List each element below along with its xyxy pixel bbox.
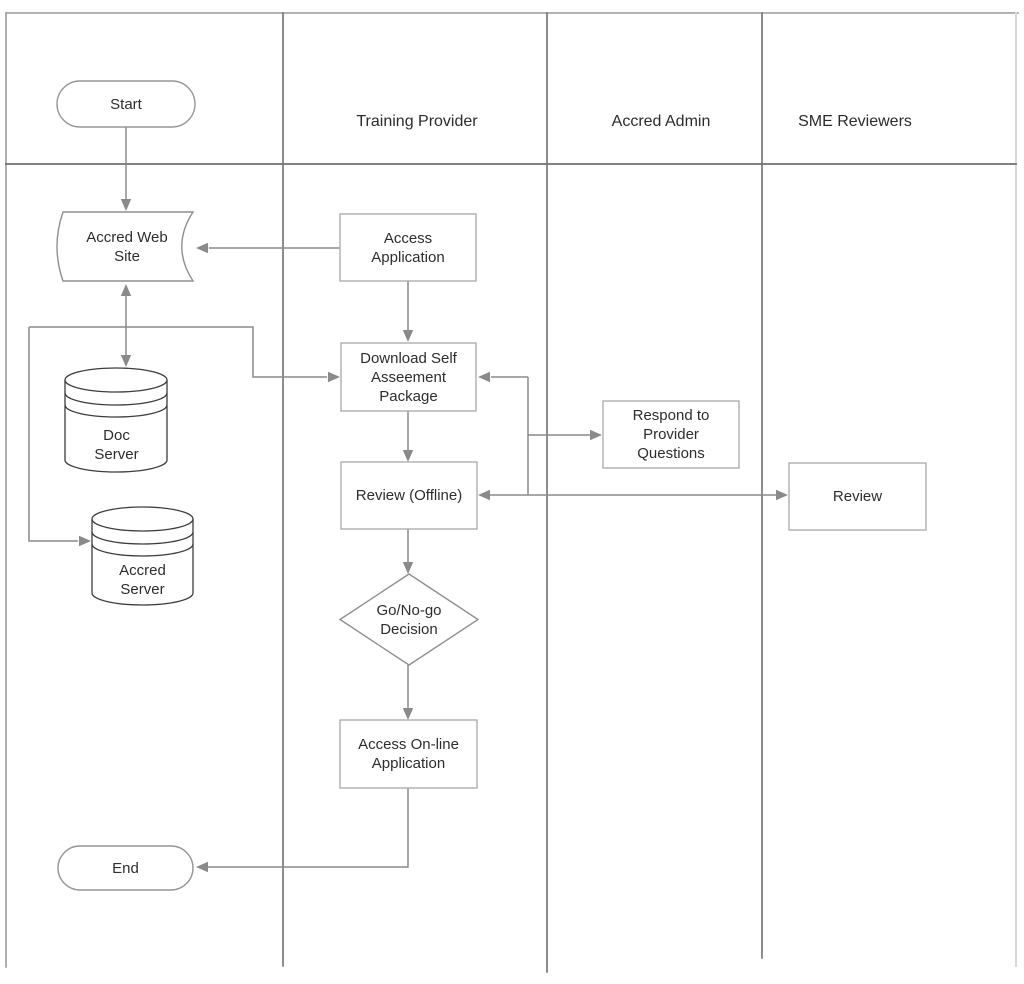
start-terminator-shape: [56, 80, 196, 128]
arrowhead-right-icon: [328, 371, 340, 383]
doc-server-cylinder: [64, 367, 168, 473]
download-package-box: [340, 342, 477, 412]
cylinder-body: [91, 519, 194, 606]
connector-accessonline-to-end: [196, 788, 409, 873]
arrowhead-right-icon: [776, 489, 788, 501]
cylinder-top: [91, 506, 194, 532]
swimlane-frame: [5, 12, 1019, 973]
cylinder-disk-line: [91, 543, 194, 557]
connector-download-to-reviewoffline: [402, 411, 414, 462]
connector-start-to-website: [120, 127, 132, 211]
arrowhead-down-icon: [402, 562, 414, 574]
review-offline-box: [340, 461, 478, 530]
arrowhead-left-icon: [196, 861, 208, 873]
arrowhead-left-icon: [478, 371, 490, 383]
cylinder-disk-line: [64, 404, 168, 418]
review-sme-box: [788, 462, 927, 531]
arrowhead-down-icon: [120, 355, 132, 367]
connector-elbow-to-accredserver: [28, 327, 91, 547]
connector-junction-branches: [478, 371, 602, 495]
cylinder-disk-line: [91, 531, 194, 545]
connector-reviewoffline-reviewsme: [478, 489, 788, 501]
arrowhead-right-icon: [79, 535, 91, 547]
connector-accessapp-to-website: [196, 242, 340, 254]
end-terminator-shape: [57, 845, 194, 891]
cylinder-disk-line: [64, 392, 168, 406]
access-application-box: [339, 213, 477, 282]
access-online-application-box: [339, 719, 478, 789]
connector-reviewoffline-to-decision: [402, 529, 414, 574]
arrowhead-left-icon: [478, 489, 490, 501]
arrowhead-down-icon: [402, 708, 414, 720]
arrowhead-down-icon: [120, 199, 132, 211]
respond-to-questions-box: [602, 400, 740, 469]
arrowhead-up-icon: [120, 284, 132, 296]
cylinder-body: [64, 380, 168, 473]
accred-web-site-stored-data-shape: [56, 211, 195, 282]
connector-decision-to-accessonline: [402, 665, 414, 720]
accred-server-cylinder: [91, 506, 194, 606]
connector-website-docserver-bidirectional: [120, 284, 132, 367]
arrowhead-right-icon: [590, 429, 602, 441]
arrowhead-down-icon: [402, 450, 414, 462]
go-nogo-decision-diamond: [338, 573, 480, 666]
arrowhead-left-icon: [196, 242, 208, 254]
arrowhead-down-icon: [402, 330, 414, 342]
cylinder-top: [64, 367, 168, 393]
connector-accessapp-to-download: [402, 281, 414, 342]
connector-elbow-to-download: [29, 326, 340, 383]
